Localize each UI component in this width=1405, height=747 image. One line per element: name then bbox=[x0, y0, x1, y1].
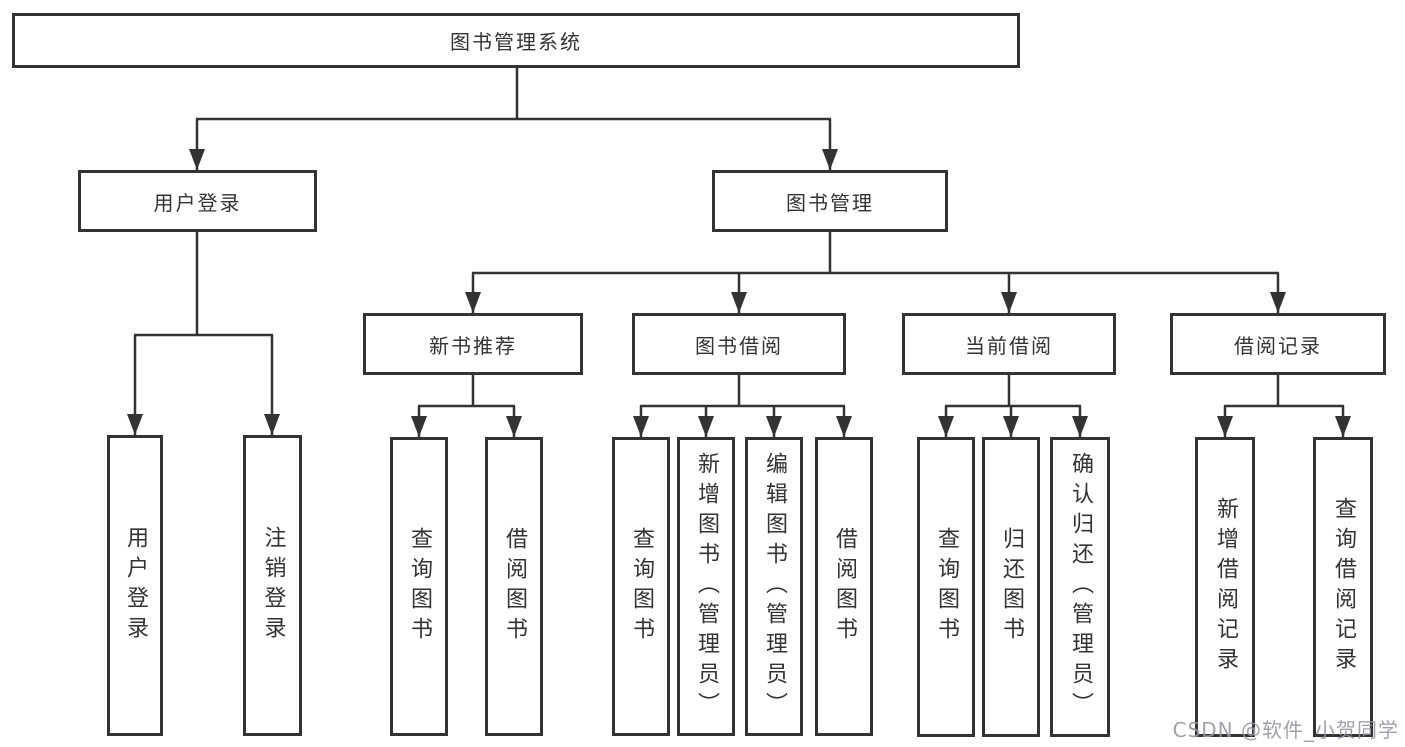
node-new-book-recommend-label: 新书推荐 bbox=[429, 333, 517, 358]
leaf-user-login: 用户登录 bbox=[107, 435, 163, 736]
node-new-book-recommend: 新书推荐 bbox=[363, 313, 583, 375]
leaf-user-login-label: 用户登录 bbox=[123, 525, 148, 646]
leaf-borrowing-edit-books-label: 编辑图书（管理员） bbox=[762, 451, 787, 722]
leaf-borrowing-add-books-label: 新增图书（管理员） bbox=[694, 451, 719, 722]
leaf-records-query-record-label: 查询借阅记录 bbox=[1331, 497, 1356, 677]
node-root-system-label: 图书管理系统 bbox=[450, 30, 582, 54]
leaf-current-confirm-return-label: 确认归还（管理员） bbox=[1068, 452, 1093, 722]
node-borrowing-records-label: 借阅记录 bbox=[1234, 333, 1322, 358]
leaf-records-add-record-label: 新增借阅记录 bbox=[1213, 497, 1238, 677]
node-current-borrowing: 当前借阅 bbox=[902, 313, 1116, 375]
leaf-current-query-books-label: 查询图书 bbox=[934, 527, 959, 647]
leaf-current-return-books-label: 归还图书 bbox=[999, 527, 1024, 647]
arrowheads bbox=[127, 149, 1351, 437]
leaf-borrowing-query-books-label: 查询图书 bbox=[629, 526, 654, 647]
leaf-records-query-record: 查询借阅记录 bbox=[1313, 437, 1373, 737]
node-user-login-label: 用户登录 bbox=[153, 190, 242, 215]
leaf-current-query-books: 查询图书 bbox=[917, 437, 975, 737]
leaf-logout-label: 注销登录 bbox=[260, 525, 286, 646]
leaf-borrowing-borrow-books-label: 借阅图书 bbox=[832, 526, 857, 647]
leaf-recommend-query-books-label: 查询图书 bbox=[407, 526, 432, 647]
node-current-borrowing-label: 当前借阅 bbox=[965, 333, 1053, 358]
node-root-system: 图书管理系统 bbox=[12, 13, 1020, 68]
leaf-borrowing-edit-books: 编辑图书（管理员） bbox=[745, 437, 803, 736]
node-book-management: 图书管理 bbox=[712, 170, 948, 232]
node-book-borrowing: 图书借阅 bbox=[632, 313, 846, 375]
node-book-borrowing-label: 图书借阅 bbox=[695, 333, 783, 358]
node-book-management-label: 图书管理 bbox=[786, 190, 874, 215]
leaf-current-confirm-return: 确认归还（管理员） bbox=[1050, 437, 1110, 737]
leaf-borrowing-query-books: 查询图书 bbox=[612, 437, 670, 736]
csdn-watermark: CSDN @软件_小贺同学 bbox=[1172, 718, 1399, 742]
leaf-logout: 注销登录 bbox=[243, 435, 302, 736]
leaf-borrowing-borrow-books: 借阅图书 bbox=[815, 437, 873, 736]
leaf-recommend-borrow-books-label: 借阅图书 bbox=[502, 526, 527, 647]
leaf-recommend-borrow-books: 借阅图书 bbox=[485, 437, 543, 736]
node-user-login: 用户登录 bbox=[78, 170, 317, 232]
leaf-records-add-record: 新增借阅记录 bbox=[1195, 437, 1255, 737]
node-borrowing-records: 借阅记录 bbox=[1170, 313, 1386, 375]
leaf-current-return-books: 归还图书 bbox=[982, 437, 1040, 737]
leaf-borrowing-add-books: 新增图书（管理员） bbox=[677, 437, 735, 736]
leaf-recommend-query-books: 查询图书 bbox=[390, 437, 448, 736]
